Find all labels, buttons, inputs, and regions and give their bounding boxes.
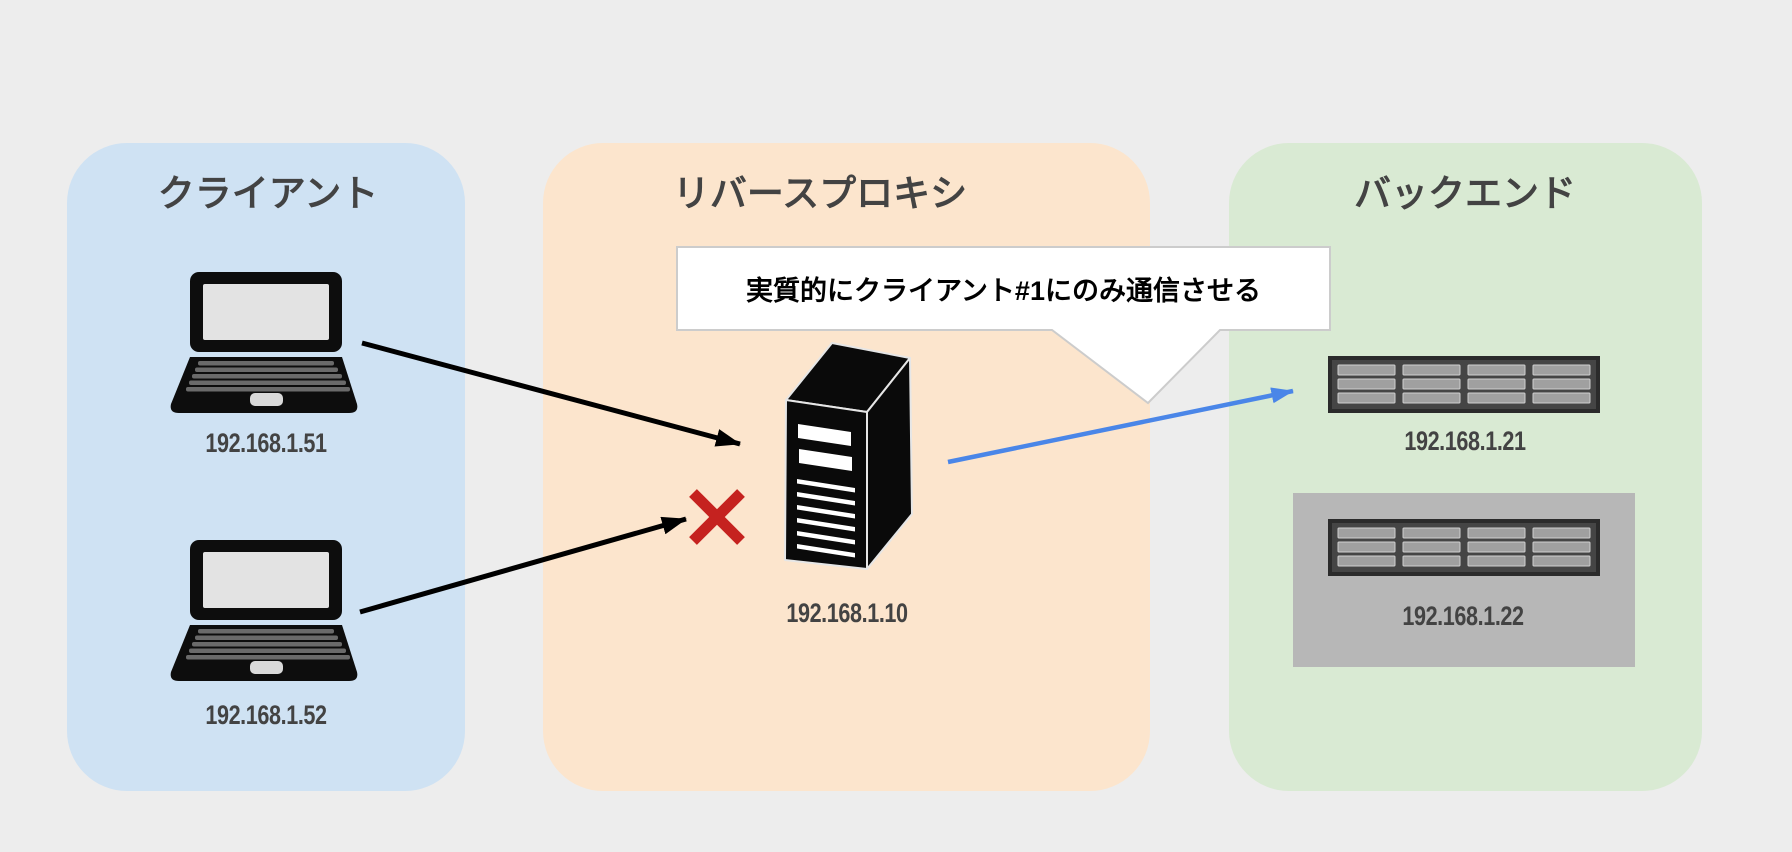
laptop-icon: [170, 540, 358, 681]
panel-clients-title: クライアント: [157, 173, 379, 214]
client2-node: [170, 540, 358, 686]
panel-reverse-proxy-title: リバースプロキシ: [672, 173, 968, 214]
callout-text: 実質的にクライアント#1にのみ通信させる: [746, 276, 1261, 306]
backend1-node: [1328, 356, 1600, 413]
client2-ip: 192.168.1.52: [205, 700, 327, 730]
server-tower-icon: [784, 342, 913, 570]
panel-clients: [67, 143, 465, 791]
panel-backend-title: バックエンド: [1354, 173, 1576, 214]
laptop-icon: [170, 272, 358, 413]
proxy-node: [770, 335, 920, 580]
backend2-ip: 192.168.1.22: [1402, 601, 1524, 631]
client1-ip: 192.168.1.51: [205, 428, 327, 458]
backend1-ip: 192.168.1.21: [1404, 426, 1526, 456]
client1-node: [170, 272, 358, 418]
rack-server-icon: [1328, 356, 1600, 413]
backend2-node: [1328, 519, 1600, 576]
panel-backend: [1229, 143, 1702, 791]
rack-server-icon: [1328, 519, 1600, 576]
proxy-ip: 192.168.1.10: [786, 598, 908, 628]
